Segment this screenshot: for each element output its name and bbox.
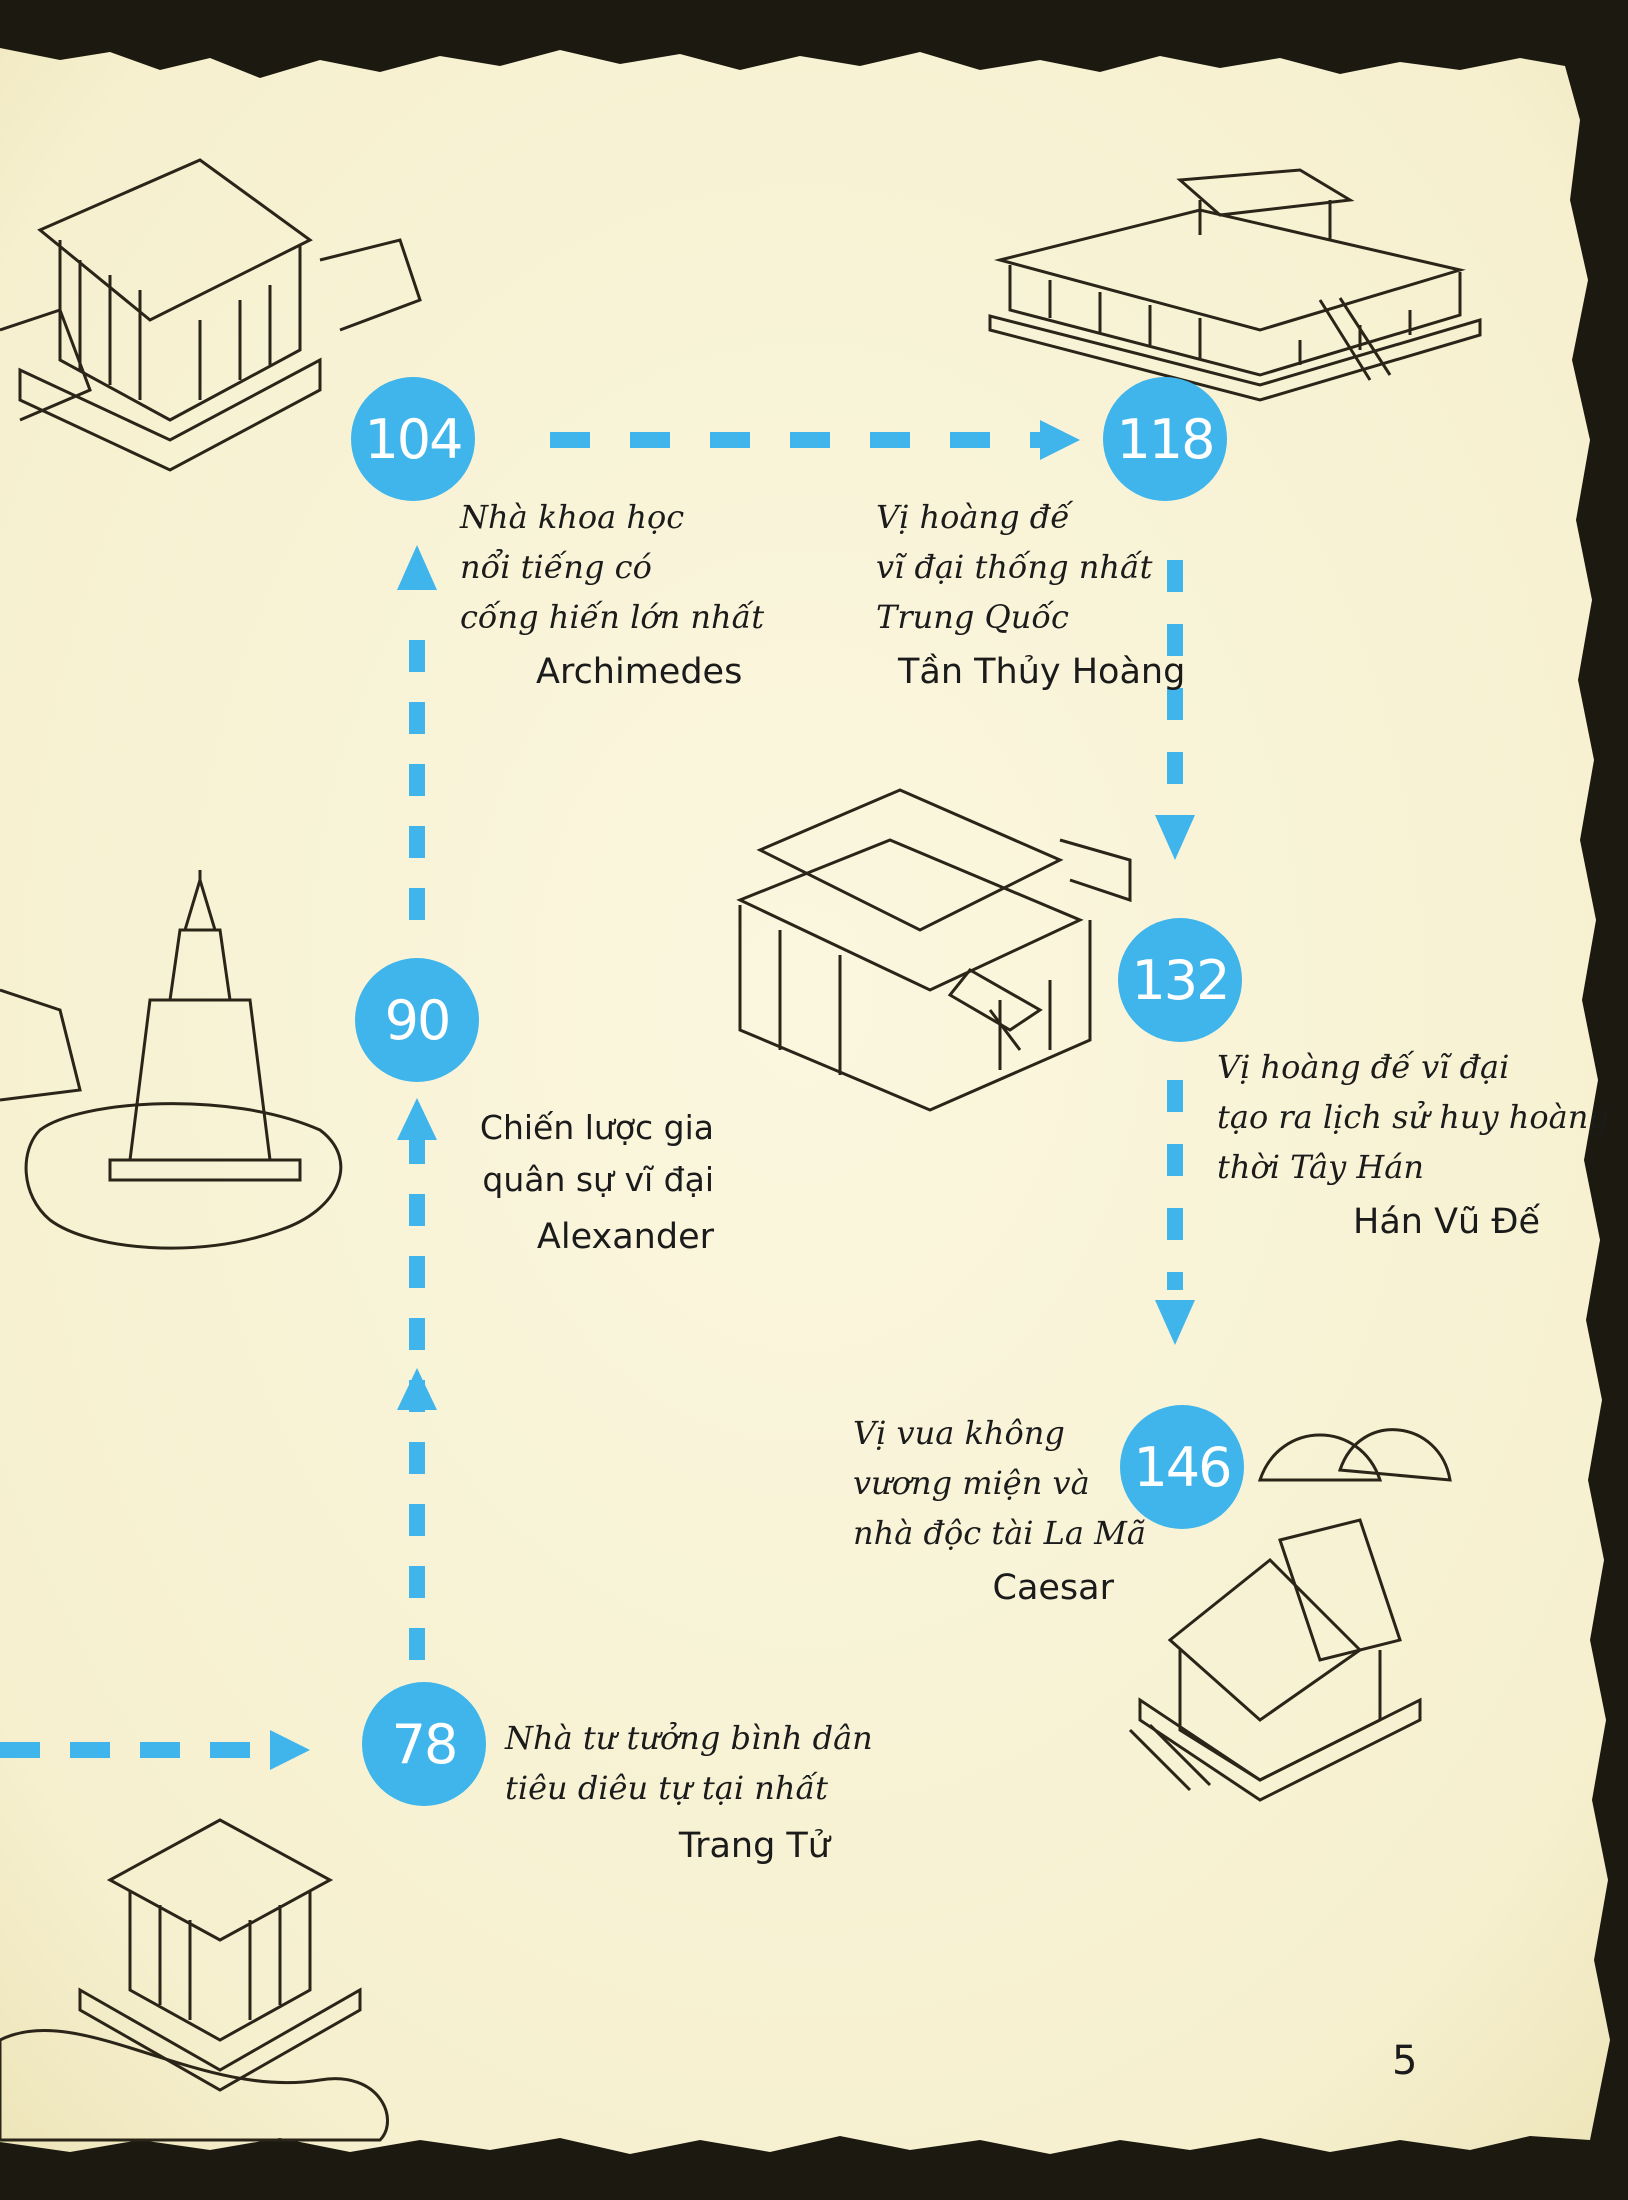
pavilion-illustration-bottom-left xyxy=(0,1818,389,2142)
node-146-name: Caesar xyxy=(992,1568,1115,1608)
arrowhead-right-78 xyxy=(270,1730,310,1770)
arrowhead-down-132 xyxy=(1155,815,1195,860)
building-illustration-top-left xyxy=(0,158,422,472)
timeline-node-146: 146 xyxy=(1120,1405,1244,1529)
timeline-arrowheads xyxy=(270,420,1195,1770)
node-132-description: Vị hoàng đế vĩ đại tạo ra lịch sử huy ho… xyxy=(1217,1042,1609,1192)
node-78-name: Trang Tử xyxy=(678,1826,830,1866)
desc-line: tạo ra lịch sử huy hoàng xyxy=(1217,1098,1609,1136)
desc-line: tiêu diêu tự tại nhất xyxy=(505,1769,828,1807)
desc-line: Trung Quốc xyxy=(876,598,1069,636)
node-90-description: Chiến lược gia quân sự vĩ đại xyxy=(440,1102,714,1206)
desc-line: Nhà khoa học xyxy=(460,498,685,536)
desc-line: nổi tiếng có xyxy=(460,548,652,586)
arrowhead-down-146 xyxy=(1155,1300,1195,1345)
tower-illustration-left xyxy=(0,870,343,1250)
node-104-description: Nhà khoa học nổi tiếng có cống hiến lớn … xyxy=(460,492,764,642)
desc-line: thời Tây Hán xyxy=(1217,1148,1424,1186)
building-illustration-middle-right xyxy=(736,788,1132,1112)
timeline-node-78: 78 xyxy=(362,1682,486,1806)
timeline-node-90: 90 xyxy=(355,958,479,1082)
building-illustration-top-right xyxy=(988,168,1482,402)
arrowhead-up-90 xyxy=(397,1098,437,1140)
desc-line: Nhà tư tưởng bình dân xyxy=(505,1719,873,1757)
node-78-description: Nhà tư tưởng bình dân tiêu diêu tự tại n… xyxy=(505,1713,873,1813)
building-illustration-bottom-right xyxy=(1128,1428,1452,1802)
timeline-node-132: 132 xyxy=(1118,918,1242,1042)
desc-line: vương miện và xyxy=(853,1464,1090,1502)
parchment xyxy=(0,48,1610,2154)
page-number: 5 xyxy=(1392,2038,1418,2084)
node-132-name: Hán Vũ Đế xyxy=(1353,1202,1540,1242)
node-118-name: Tần Thủy Hoàng xyxy=(898,652,1186,692)
desc-line: Chiến lược gia xyxy=(479,1108,714,1147)
desc-line: Vị hoàng đế vĩ đại xyxy=(1217,1048,1510,1086)
node-90-name: Alexander xyxy=(536,1217,714,1257)
desc-line: Vị vua không xyxy=(853,1414,1065,1452)
node-146-description: Vị vua không vương miện và nhà độc tài L… xyxy=(853,1408,1146,1558)
node-104-name: Archimedes xyxy=(536,652,743,692)
desc-line: nhà độc tài La Mã xyxy=(853,1514,1146,1552)
node-118-description: Vị hoàng đế vĩ đại thống nhất Trung Quốc xyxy=(876,492,1152,642)
desc-line: vĩ đại thống nhất xyxy=(876,548,1153,586)
arrowhead-right-118 xyxy=(1040,420,1080,460)
desc-line: quân sự vĩ đại xyxy=(482,1160,714,1199)
arrowhead-up-mid xyxy=(397,1368,437,1410)
desc-line: cống hiến lớn nhất xyxy=(460,598,765,636)
desc-line: Vị hoàng đế xyxy=(876,498,1070,536)
arrowhead-up-104 xyxy=(397,545,437,590)
timeline-node-104: 104 xyxy=(351,377,475,501)
timeline-node-118: 118 xyxy=(1103,377,1227,501)
